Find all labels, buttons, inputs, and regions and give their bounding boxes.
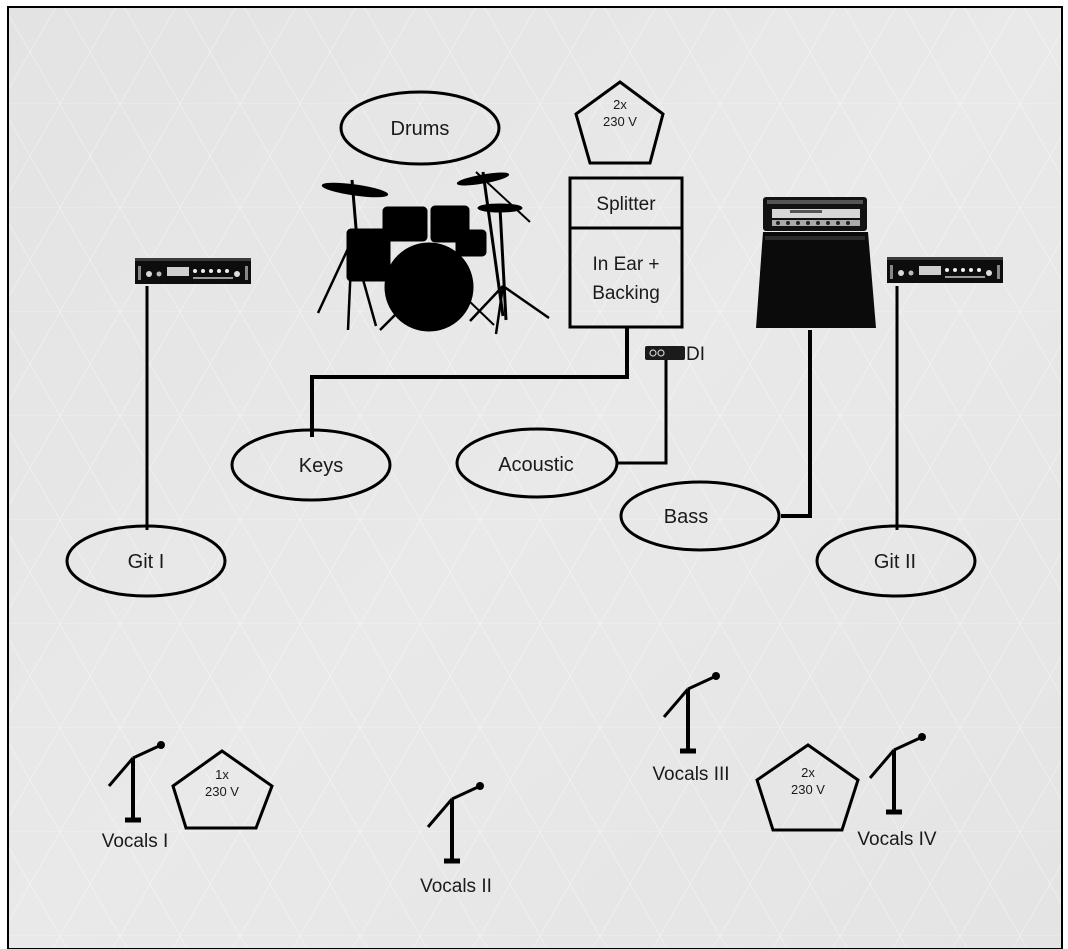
acoustic-label: Acoustic xyxy=(498,454,574,476)
guitar-amp-right-icon xyxy=(887,257,1003,283)
bass-bubble[interactable]: Bass xyxy=(619,480,781,552)
git1-bubble[interactable]: Git I xyxy=(65,524,227,598)
git2-label: Git II xyxy=(874,551,916,573)
di-box[interactable]: DI xyxy=(645,344,705,365)
vocals-1[interactable]: Vocals I xyxy=(102,741,169,852)
power-outlet-vocals-3[interactable]: 2x 230 V xyxy=(755,743,860,832)
bass-label: Bass xyxy=(664,506,708,528)
git2-bubble[interactable]: Git II xyxy=(815,524,977,598)
cables xyxy=(145,286,899,530)
power-top-count: 2x xyxy=(613,97,627,112)
in-ear-label-line2: Backing xyxy=(592,283,660,304)
frame-border xyxy=(7,6,1063,949)
drums-label: Drums xyxy=(391,118,450,140)
power-vocals1-voltage: 230 V xyxy=(205,784,239,799)
di-box-icon xyxy=(645,346,685,360)
power-vocals3-count: 2x xyxy=(801,765,815,780)
drum-kit-icon xyxy=(316,171,550,335)
git1-label: Git I xyxy=(128,551,165,573)
keys-bubble[interactable]: Keys xyxy=(230,428,392,502)
vocals-4[interactable]: Vocals IV xyxy=(857,733,937,850)
power-top-voltage: 230 V xyxy=(603,114,637,129)
drums-label-bubble[interactable]: Drums xyxy=(339,90,501,166)
vocals-2[interactable]: Vocals II xyxy=(420,782,492,897)
vocals-2-label: Vocals II xyxy=(420,876,492,897)
power-outlet-vocals-1[interactable]: 1x 230 V xyxy=(171,749,274,830)
in-ear-backing-box[interactable]: In Ear + Backing xyxy=(568,226,684,329)
power-outlet-top[interactable]: 2x 230 V xyxy=(574,80,665,165)
power-vocals3-voltage: 230 V xyxy=(791,782,825,797)
di-label: DI xyxy=(686,344,705,365)
vocals-1-label: Vocals I xyxy=(102,831,169,852)
bass-amp-icon xyxy=(756,197,876,328)
vocals-3[interactable]: Vocals III xyxy=(652,672,730,785)
keys-label: Keys xyxy=(299,455,343,477)
vocals-4-label: Vocals IV xyxy=(857,829,937,850)
acoustic-bubble[interactable]: Acoustic xyxy=(455,427,619,499)
splitter-label: Splitter xyxy=(596,194,656,215)
power-vocals1-count: 1x xyxy=(215,767,229,782)
in-ear-label-line1: In Ear + xyxy=(592,254,659,275)
guitar-amp-left-icon xyxy=(135,258,251,284)
vocals-3-label: Vocals III xyxy=(652,764,729,785)
